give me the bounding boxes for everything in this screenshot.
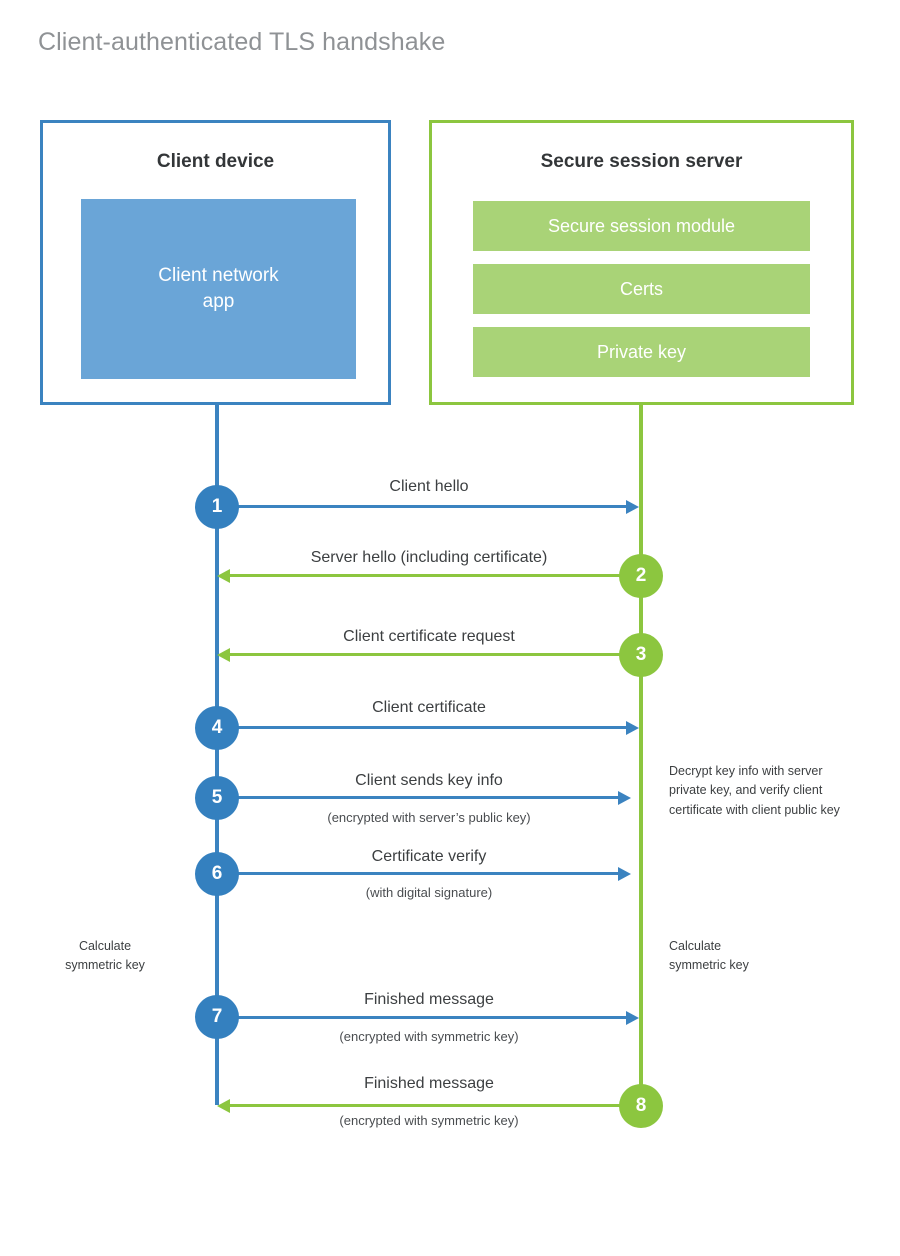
arrow-head-3 <box>217 648 230 662</box>
arrow-line-1 <box>217 505 626 508</box>
message-sub-6: (with digital signature) <box>365 885 493 900</box>
arrow-line-3 <box>230 653 641 656</box>
arrow-line-7 <box>217 1016 626 1019</box>
arrow-head-1 <box>626 500 639 514</box>
server-component-private-key: Private key <box>473 327 810 377</box>
arrow-head-5 <box>618 791 631 805</box>
page-title: Client-authenticated TLS handshake <box>38 28 446 56</box>
message-label-4: Client certificate <box>372 699 486 716</box>
server-lifeline <box>639 405 643 1105</box>
message-label-5: Client sends key info <box>355 772 503 789</box>
secure-session-server-box: Secure session server Secure session mod… <box>429 120 854 405</box>
step-circle-1[interactable]: 1 <box>195 485 239 529</box>
arrow-head-7 <box>626 1011 639 1025</box>
message-label-1: Client hello <box>389 478 469 495</box>
message-label-8: Finished message <box>364 1075 494 1092</box>
step-circle-4[interactable]: 4 <box>195 706 239 750</box>
step-circle-8[interactable]: 8 <box>619 1084 663 1128</box>
arrow-line-4 <box>217 726 626 729</box>
arrow-line-5 <box>217 796 618 799</box>
note-server-decrypt-verify: Decrypt key info with server private key… <box>669 764 840 817</box>
secure-session-server-title: Secure session server <box>540 151 743 172</box>
message-label-2: Server hello (including certificate) <box>310 549 548 566</box>
step-circle-2[interactable]: 2 <box>619 554 663 598</box>
step-circle-6[interactable]: 6 <box>195 852 239 896</box>
message-sub-7: (encrypted with symmetric key) <box>339 1029 519 1044</box>
step-circle-7[interactable]: 7 <box>195 995 239 1039</box>
server-component-secure-session-module: Secure session module <box>473 201 810 251</box>
server-component-certs: Certs <box>473 264 810 314</box>
client-lifeline <box>215 405 219 1105</box>
message-sub-8: (encrypted with symmetric key) <box>339 1113 519 1128</box>
arrow-line-8 <box>230 1104 641 1107</box>
message-label-6: Certificate verify <box>371 848 487 865</box>
message-label-7: Finished message <box>364 991 494 1008</box>
step-circle-5[interactable]: 5 <box>195 776 239 820</box>
arrow-head-8 <box>217 1099 230 1113</box>
arrow-head-2 <box>217 569 230 583</box>
step-circle-3[interactable]: 3 <box>619 633 663 677</box>
message-label-3: Client certificate request <box>343 628 515 645</box>
arrow-head-4 <box>626 721 639 735</box>
message-sub-5: (encrypted with server’s public key) <box>327 810 531 825</box>
client-device-title: Client device <box>156 151 275 172</box>
arrow-line-2 <box>230 574 641 577</box>
arrow-line-6 <box>217 872 618 875</box>
arrow-head-6 <box>618 867 631 881</box>
